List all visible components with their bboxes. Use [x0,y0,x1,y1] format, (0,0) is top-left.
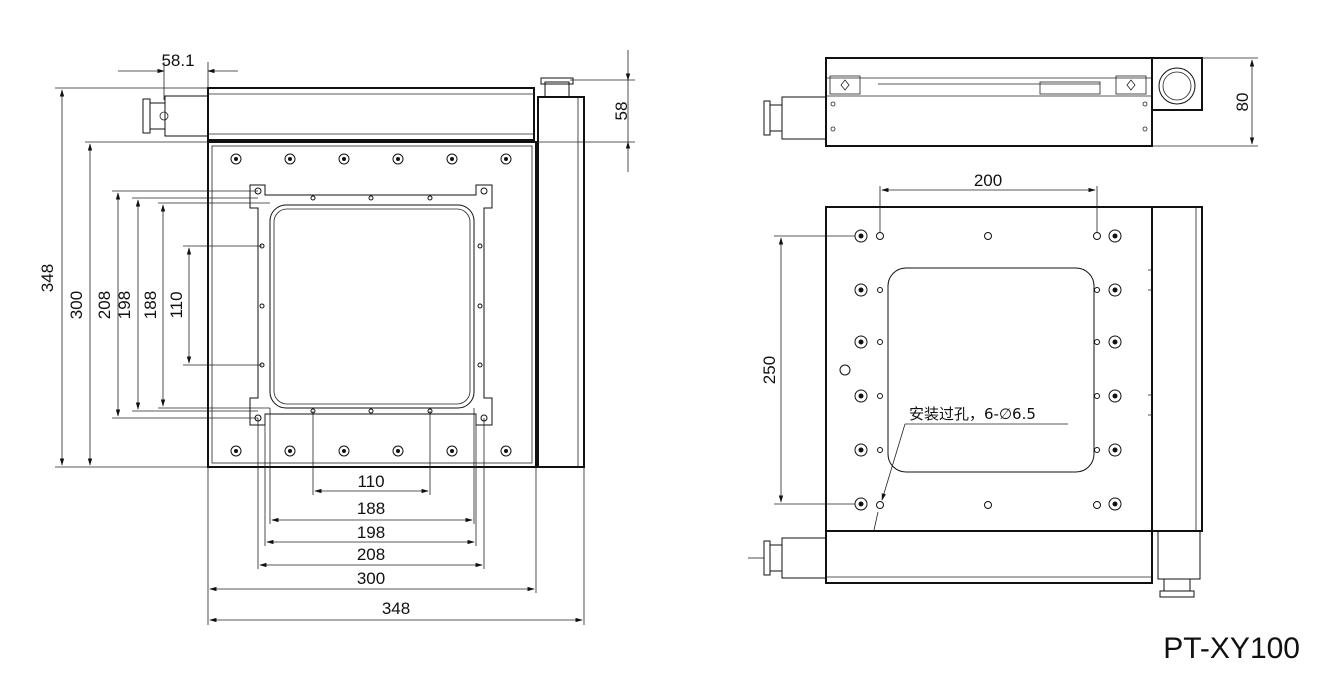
dim-h-208: 208 [357,545,385,564]
dim-v-348: 348 [38,264,57,292]
model-title: PT-XY100 [1163,632,1300,665]
stage-window [887,267,1095,473]
bottom-motor [1157,530,1201,580]
left-knob [149,102,166,130]
bottom-rail [825,530,1153,584]
main-plate [207,141,537,468]
dim-250: 250 [760,356,779,384]
dim-58-1: 58.1 [161,51,194,70]
dim-v-188: 188 [141,291,160,319]
center-window [269,204,475,409]
left-knob-housing [164,95,209,137]
left-horizontal-dims: 110 188 198 208 300 [207,408,585,625]
side-body [825,57,1153,147]
dim-v-110: 110 [167,291,186,318]
right-knob [544,81,570,98]
adapter-plate [249,184,493,426]
dim-h-110: 110 [357,472,384,491]
dim-h-300: 300 [357,569,385,588]
right-housing [537,96,585,468]
left-vertical-dims: 348 300 208 198 188 [38,87,270,468]
side-motor [1151,57,1203,111]
dim-200: 200 [974,171,1002,190]
dim-v-208: 208 [95,291,114,319]
dim-v-300: 300 [67,291,86,319]
dim-v-198: 198 [115,291,134,319]
right-top-view: 200 250 安装过孔，6-∅6.5 [748,171,1203,598]
dim-h-188: 188 [357,499,385,518]
mounting-holes [230,153,512,457]
right-side-view: 80 [763,57,1258,147]
right-rail [1151,206,1203,532]
mount-hole-note: 安装过孔，6-∅6.5 [909,405,1036,423]
dim-80: 80 [1233,93,1252,112]
bottom-knob-housing [781,537,827,579]
side-knob-housing [781,96,827,140]
left-top-view: 58.1 58 348 300 208 [38,50,635,625]
dim-58: 58 [612,102,631,121]
dim-h-348: 348 [382,599,410,618]
stage-holes [839,229,1122,511]
dim-h-198: 198 [357,523,385,542]
stage-plate [825,206,1153,532]
top-rail [207,87,535,141]
